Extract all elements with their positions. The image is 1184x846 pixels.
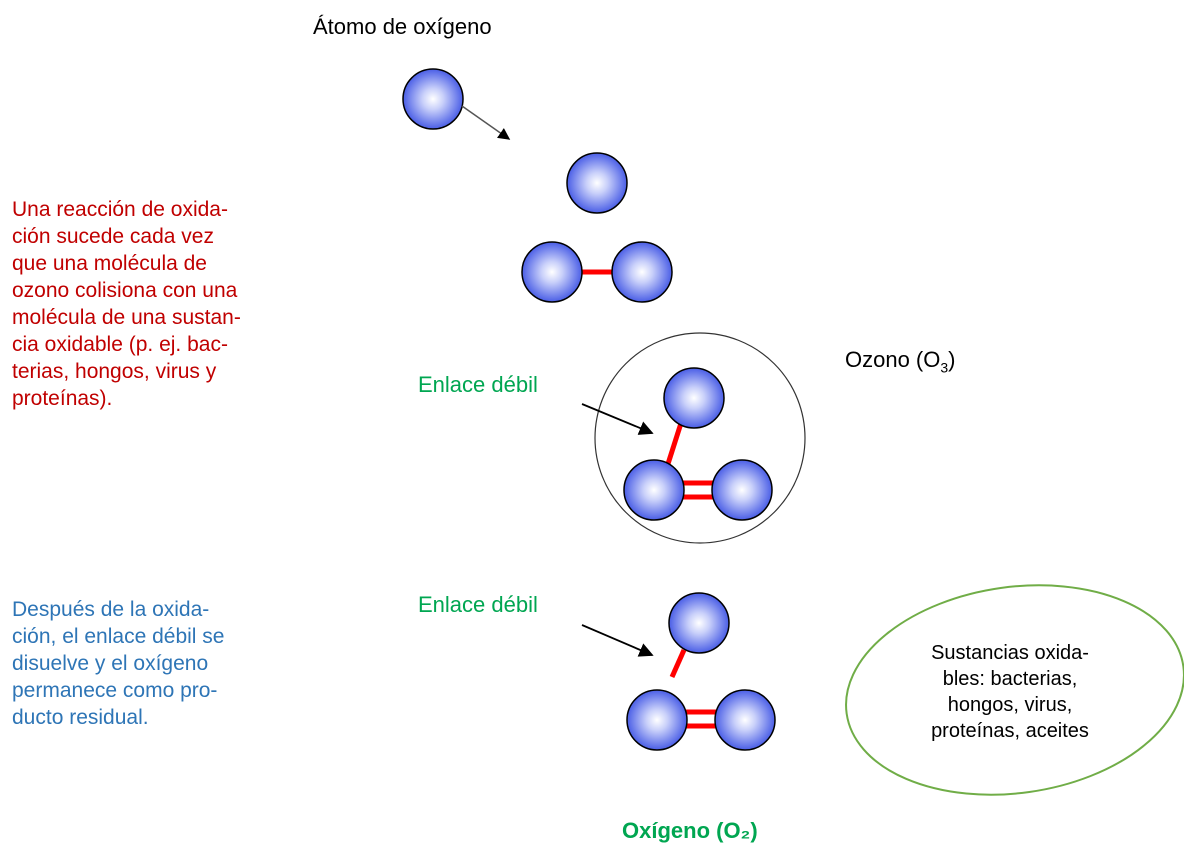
weak-bond-arrow-1: [581, 403, 654, 435]
ozone-label: Ozono (O3): [845, 347, 956, 376]
oxygen-atom-2: [566, 152, 628, 214]
oxygen-o2-label: Oxígeno (O₂): [622, 818, 758, 843]
weak-bond-label-2: Enlace débil: [418, 592, 538, 617]
oxidizable-substances-ellipse: [845, 584, 1184, 796]
oxidizable-substances-text: Sustancias oxida- bles: bacterias, hongo…: [931, 642, 1089, 742]
atom-approach-arrow: [461, 105, 511, 140]
after-oxidation-text: Después de la oxida- ción, el enlace déb…: [12, 598, 225, 729]
o2-molecule-top: [521, 241, 673, 303]
weak-bond-label-1: Enlace débil: [418, 372, 538, 397]
dissociated-molecule: [626, 592, 776, 751]
oxidation-reaction-text: Una reacción de oxida- ción sucede cada …: [12, 198, 241, 410]
weak-bond-arrow-2: [581, 624, 654, 657]
free-oxygen-atom: [402, 68, 464, 130]
oxygen-atom-label: Átomo de oxígeno: [313, 14, 492, 39]
ozone-boundary-circle: [594, 332, 806, 544]
ozone-molecule: [623, 367, 773, 521]
